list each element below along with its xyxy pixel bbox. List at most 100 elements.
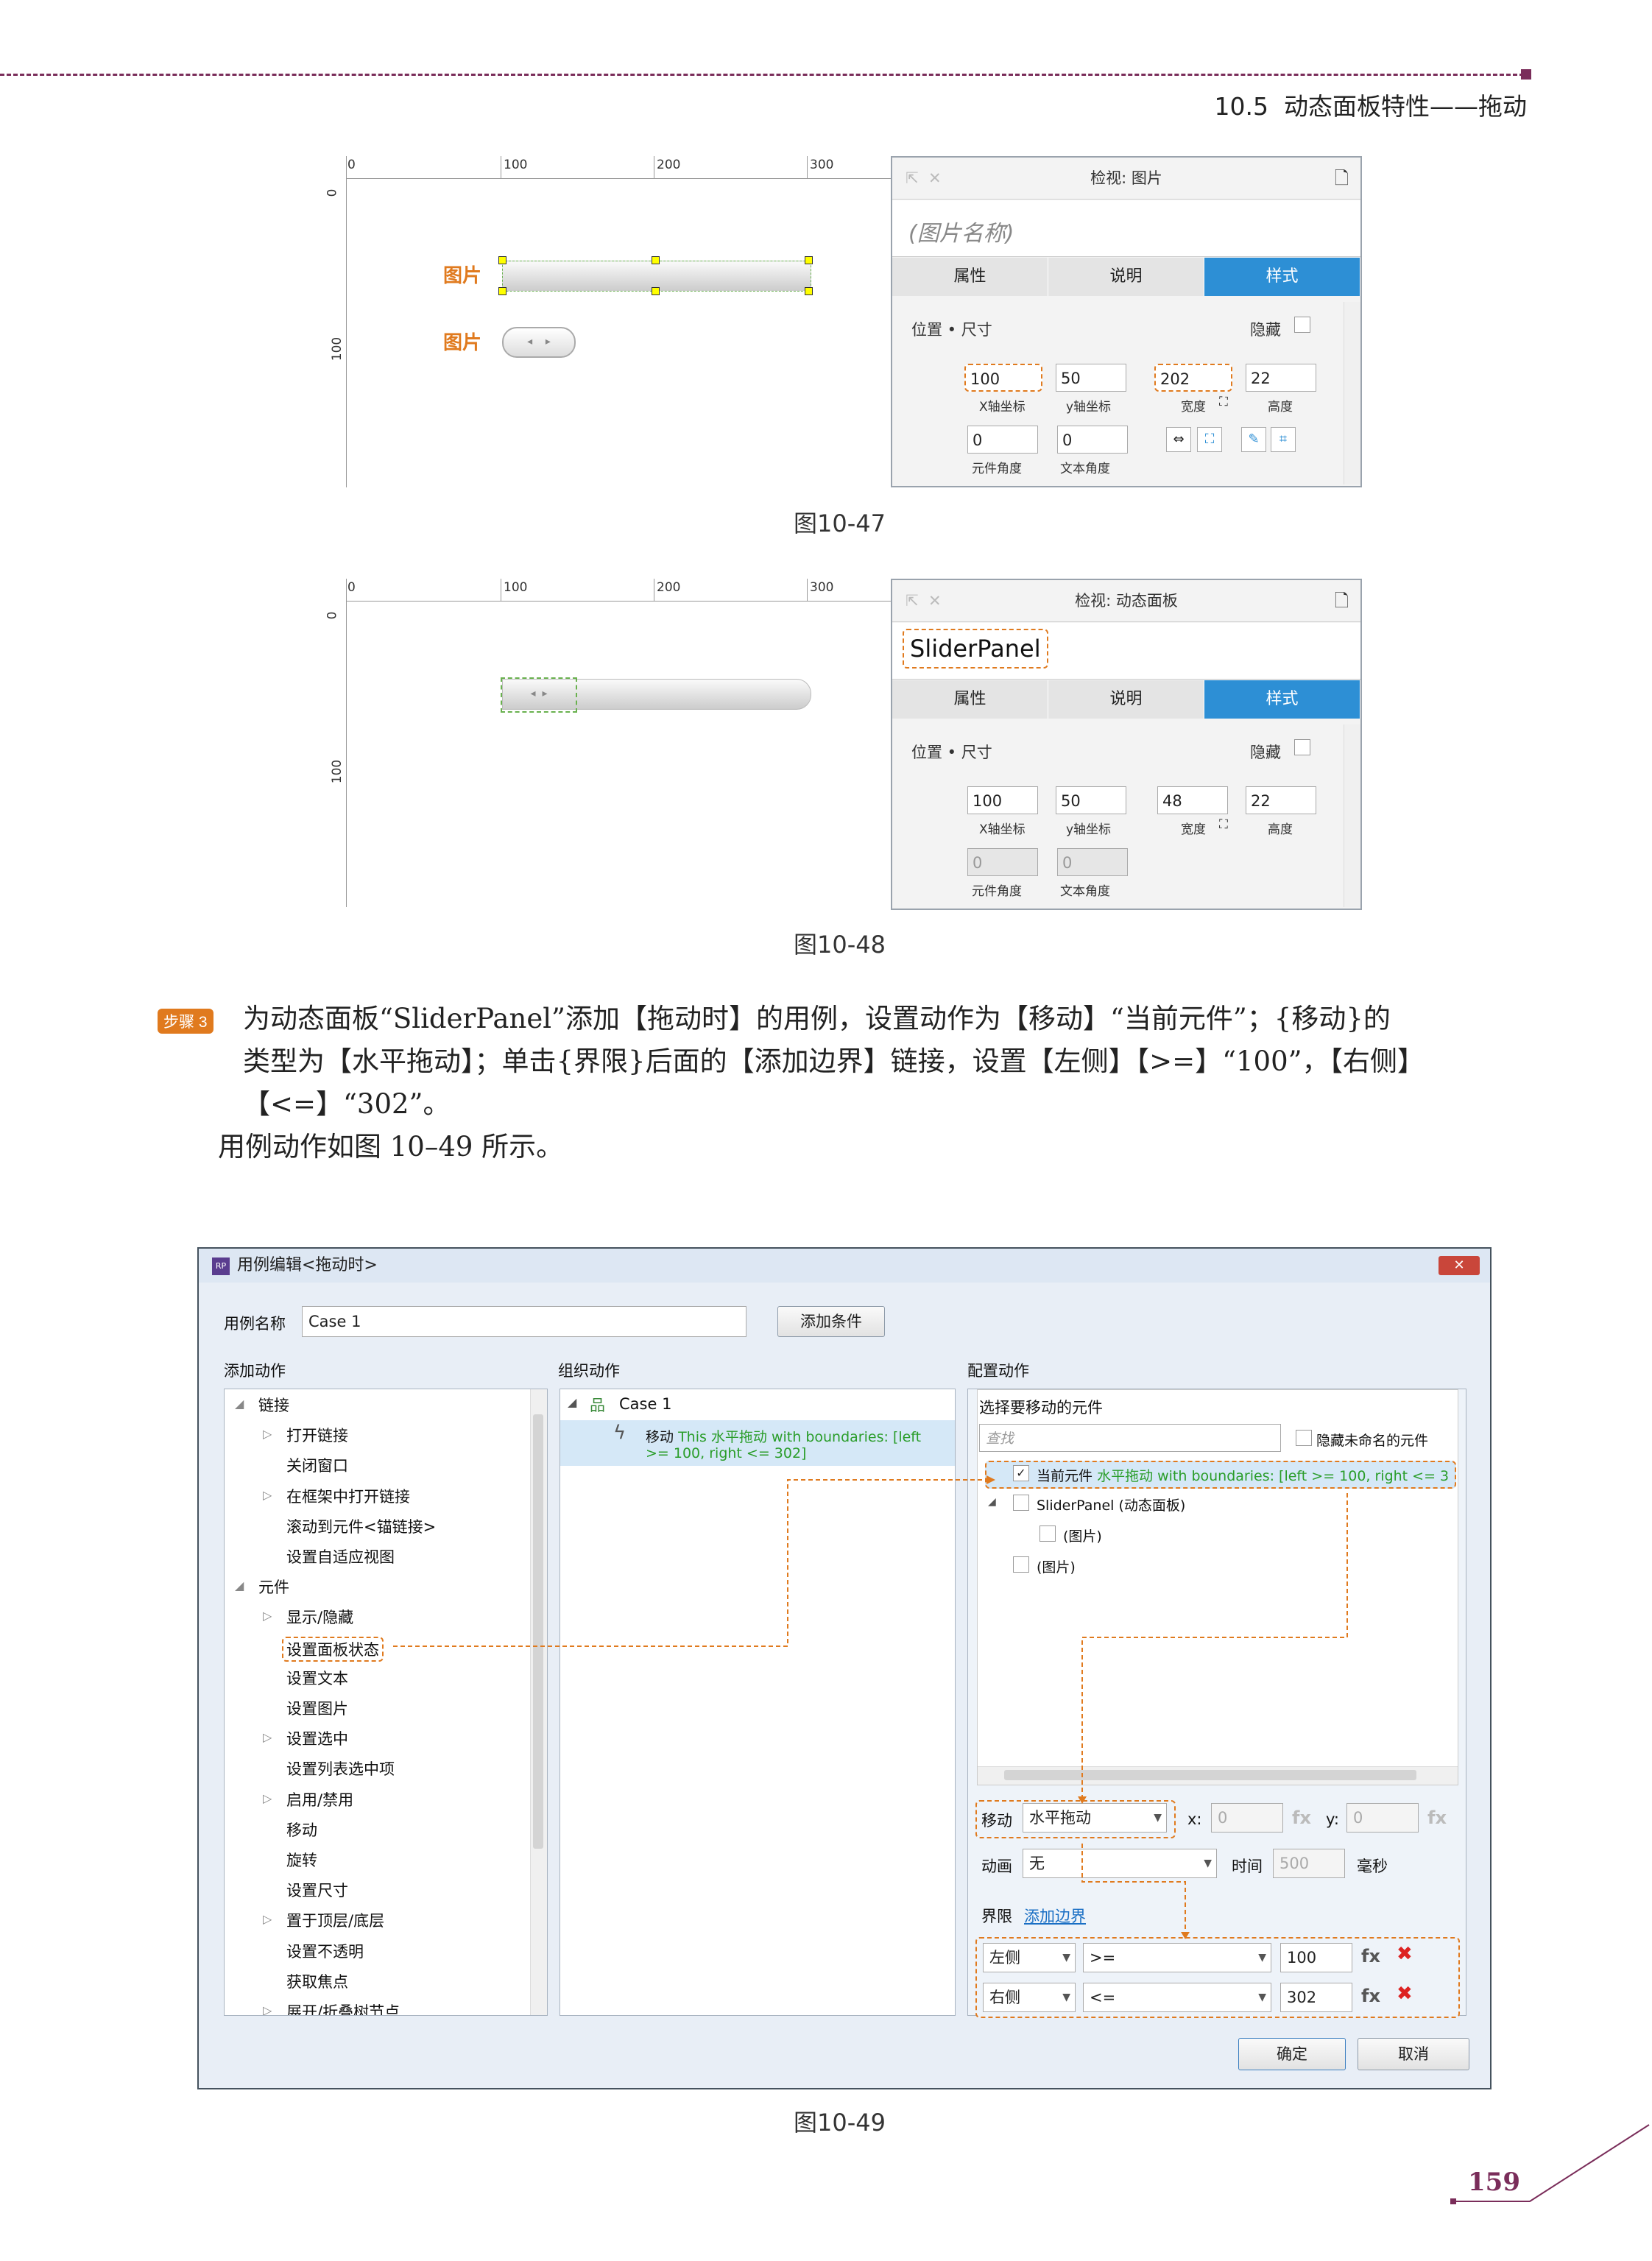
text-angle-field[interactable]: 0 (1057, 426, 1128, 454)
x-field[interactable]: 100 (964, 364, 1042, 392)
y-input[interactable]: 0 (1346, 1803, 1419, 1833)
close-icon[interactable]: ✕ (1439, 1256, 1480, 1275)
tab-notes[interactable]: 说明 (1048, 680, 1204, 719)
boundary-2-side-select[interactable]: 右侧▼ (983, 1983, 1076, 2012)
case-label[interactable]: Case 1 (619, 1395, 672, 1413)
action-tree-item[interactable]: 设置图片 (286, 1700, 348, 1718)
boundary-1-delete-icon[interactable]: ✖ (1397, 1943, 1413, 1965)
action-tree-item[interactable]: 设置尺寸 (286, 1882, 348, 1900)
fit-to-content-icon[interactable]: ⇔ (1166, 427, 1191, 452)
slider-thumb-image[interactable]: ◂ ▸ (502, 327, 576, 358)
tab-style[interactable]: 样式 (1204, 258, 1360, 296)
panel-expander[interactable]: ◢ (988, 1496, 996, 1508)
action-tree-item[interactable]: 打开链接 (286, 1427, 348, 1445)
boundary-2-operator-select[interactable]: <=▼ (1083, 1983, 1271, 2012)
angle-field[interactable]: 0 (967, 426, 1038, 454)
pen-icon[interactable]: ✎ (1241, 427, 1266, 452)
action-tree-item[interactable]: 滚动到元件<锚链接> (286, 1517, 437, 1536)
lock-ratio-icon[interactable]: ⛶ (1219, 817, 1228, 832)
action-tree-item[interactable]: 设置文本 (286, 1669, 348, 1687)
cancel-button[interactable]: 取消 (1358, 2038, 1469, 2070)
target-img1-checkbox[interactable] (1039, 1525, 1056, 1542)
pin-icon[interactable]: ⇱ ✕ (906, 169, 942, 187)
action-tree-item[interactable]: 关闭窗口 (286, 1457, 348, 1475)
action-tree-item[interactable]: 元件 (258, 1579, 289, 1597)
y-field[interactable]: 50 (1056, 786, 1126, 814)
case-expander[interactable]: ◢ (568, 1395, 577, 1409)
case-name-input[interactable]: Case 1 (302, 1306, 746, 1337)
boundary-2-fx-button[interactable]: fx (1361, 1986, 1380, 2006)
tab-style[interactable]: 样式 (1204, 680, 1360, 719)
action-tree-item[interactable]: 获取焦点 (286, 1972, 348, 1991)
tree-expander-icon[interactable]: ▷ (263, 1912, 272, 1927)
action-tree-item[interactable]: 置于顶层/底层 (286, 1912, 385, 1930)
add-condition-button[interactable]: 添加条件 (777, 1306, 885, 1337)
tab-notes[interactable]: 说明 (1048, 258, 1204, 296)
move-type-select[interactable]: 水平拖动▼ (1023, 1803, 1167, 1833)
tree-expander-icon[interactable]: ◢ (235, 1579, 244, 1593)
tree-expander-icon[interactable]: ▷ (263, 1427, 272, 1442)
height-field[interactable]: 22 (1246, 364, 1316, 392)
widget-name-field[interactable]: SliderPanel (892, 623, 1360, 680)
width-field[interactable]: 202 (1154, 364, 1232, 392)
y-field[interactable]: 50 (1056, 364, 1126, 392)
tab-properties[interactable]: 属性 (892, 680, 1048, 719)
tab-properties[interactable]: 属性 (892, 258, 1048, 296)
action-tree-item[interactable]: 启用/禁用 (286, 1791, 354, 1809)
crop-icon[interactable]: ⌗ (1271, 427, 1296, 452)
tree-expander-icon[interactable]: ◢ (235, 1397, 244, 1411)
page-icon[interactable]: 🗋 (1334, 168, 1349, 188)
x-fx-button[interactable]: fx (1292, 1807, 1311, 1828)
ok-button[interactable]: 确定 (1238, 2038, 1346, 2070)
tree-expander-icon[interactable]: ▷ (263, 1791, 272, 1805)
tree-expander-icon[interactable]: ▷ (263, 1487, 272, 1502)
organized-action-row[interactable] (560, 1420, 955, 1466)
time-input[interactable]: 500 (1273, 1849, 1345, 1878)
action-tree-item[interactable]: 设置面板状态 (282, 1636, 384, 1662)
action-tree-item[interactable]: 移动 (286, 1821, 317, 1839)
search-input[interactable]: 查找 (979, 1424, 1281, 1452)
add-boundary-link[interactable]: 添加边界 (1024, 1908, 1086, 1925)
x-field[interactable]: 100 (967, 786, 1038, 814)
action-tree-item[interactable]: 旋转 (286, 1852, 317, 1869)
tree-scrollbar[interactable] (530, 1389, 547, 2015)
page-icon[interactable]: 🗋 (1334, 590, 1349, 611)
action-tree-item[interactable]: 设置列表选中项 (286, 1760, 395, 1779)
boundary-1-fx-button[interactable]: fx (1361, 1946, 1380, 1967)
animation-select[interactable]: 无▼ (1023, 1849, 1217, 1878)
text-angle-field[interactable]: 0 (1057, 848, 1128, 876)
widget-name-field[interactable]: (图片名称) (892, 200, 1360, 257)
x-input[interactable]: 0 (1211, 1803, 1283, 1833)
action-tree-item[interactable]: 设置不透明 (286, 1942, 364, 1961)
boundary-2-value-input[interactable]: 302 (1280, 1983, 1352, 2012)
tree-expander-icon[interactable]: ▷ (263, 1730, 272, 1745)
boundary-2-delete-icon[interactable]: ✖ (1397, 1983, 1413, 2005)
inspector-scrollbar[interactable] (1344, 724, 1360, 907)
expand-icon[interactable]: ⛶ (1197, 427, 1222, 452)
boundary-1-operator-select[interactable]: >=▼ (1083, 1943, 1271, 1972)
tree-expander-icon[interactable]: ▷ (263, 1609, 272, 1623)
action-tree-item[interactable]: 设置自适应视图 (286, 1548, 395, 1566)
target-current-checkbox[interactable]: ✓ (1013, 1465, 1029, 1481)
width-field[interactable]: 48 (1157, 786, 1228, 814)
tree-expander-icon[interactable]: ▷ (263, 2003, 272, 2016)
action-tree-item[interactable]: 链接 (258, 1397, 289, 1414)
target-img2-checkbox[interactable] (1013, 1556, 1029, 1573)
y-fx-button[interactable]: fx (1427, 1807, 1447, 1828)
action-tree-item[interactable]: 设置选中 (286, 1730, 348, 1749)
slider-panel-selected[interactable]: ◂ ▸ (501, 677, 577, 713)
action-tree-item[interactable]: 展开/折叠树节点 (286, 2003, 400, 2016)
pin-icon[interactable]: ⇱ ✕ (906, 592, 942, 610)
boundary-1-value-input[interactable]: 100 (1280, 1943, 1352, 1972)
hide-checkbox[interactable] (1294, 317, 1310, 333)
target-panel-checkbox[interactable] (1013, 1495, 1029, 1511)
hide-checkbox[interactable] (1294, 739, 1310, 755)
target-current-row[interactable] (985, 1461, 1456, 1489)
action-tree-item[interactable]: 显示/隐藏 (286, 1609, 354, 1627)
action-tree-item[interactable]: 在框架中打开链接 (286, 1487, 410, 1506)
horizontal-scrollbar[interactable] (978, 1766, 1458, 1785)
hide-unnamed-checkbox[interactable] (1296, 1430, 1312, 1446)
angle-field[interactable]: 0 (967, 848, 1038, 876)
boundary-1-side-select[interactable]: 左侧▼ (983, 1943, 1076, 1972)
lock-ratio-icon[interactable]: ⛶ (1219, 395, 1228, 409)
